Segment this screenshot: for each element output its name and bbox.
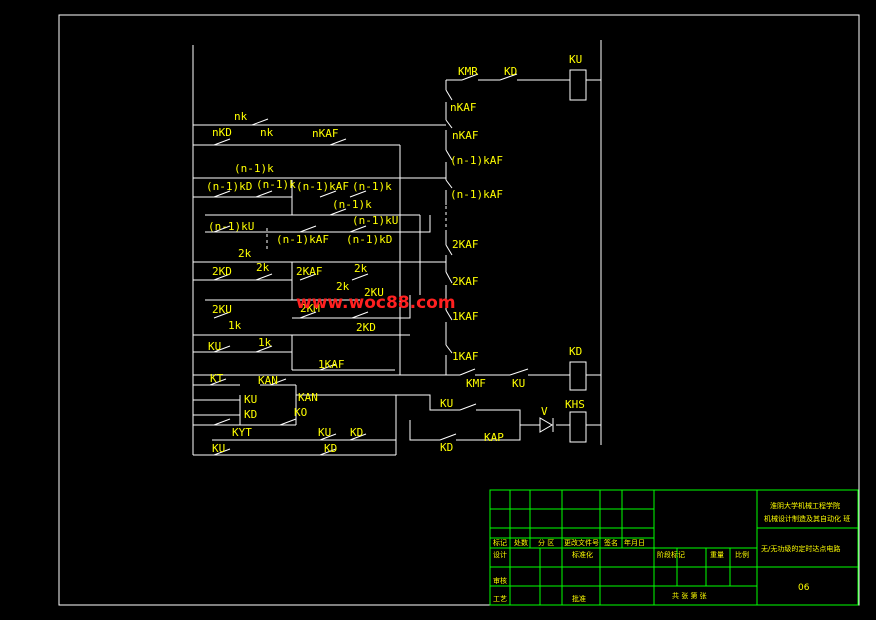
label-1kaf_r2: 1KAF — [452, 350, 479, 363]
label-2k_r2: 2k — [336, 280, 350, 293]
svg-text:标记: 标记 — [493, 538, 507, 547]
label-2kaf_r2: 2KAF — [452, 275, 479, 288]
svg-text:工艺: 工艺 — [493, 595, 507, 603]
label-n1kaf_bot: (n-1)kAF — [276, 233, 329, 246]
label-n1k_a: (n-1)k — [234, 162, 274, 175]
title-block-text: 淮阴大学机械工程学院 机械设计制造及其自动化 班 无/无功级的定时达点电路 06… — [493, 501, 850, 603]
svg-text:重量: 重量 — [710, 551, 724, 559]
label-1kaf_r1: 1KAF — [452, 310, 479, 323]
label-n1k_d: (n-1)k — [332, 198, 372, 211]
svg-text:无/无功级的定时达点电路: 无/无功级的定时达点电路 — [761, 544, 840, 553]
label-2kaf_r1: 2KAF — [452, 238, 479, 251]
label-ku_a: KU — [244, 393, 257, 406]
label-ku_left: KU — [208, 340, 221, 353]
label-2kd: 2KD — [212, 265, 232, 278]
label-kd_lower: KD — [440, 441, 453, 454]
drawing-border — [58, 14, 860, 606]
label-n1kd: (n-1)kD — [206, 180, 252, 193]
svg-text:淮阴大学机械工程学院: 淮阴大学机械工程学院 — [770, 501, 840, 510]
label-kd_a: KD — [244, 408, 257, 421]
svg-text:标准化: 标准化 — [572, 550, 593, 559]
label-nkaf_r1: nKAF — [450, 101, 477, 114]
label-kan_b: KAN — [298, 391, 318, 404]
label-nk_top: nk — [234, 110, 248, 123]
label-nkd: nKD — [212, 126, 232, 139]
label-ku_c: KU — [212, 442, 225, 455]
label-khs: KHS — [565, 398, 585, 411]
label-kd_top: KD — [504, 65, 517, 78]
label-n1kaf_r1: (n-1)kAF — [450, 154, 503, 167]
label-ku_b: KU — [318, 426, 331, 439]
label-kt: KT — [210, 372, 224, 385]
label-ko: KO — [294, 406, 307, 419]
svg-text:年月日: 年月日 — [624, 538, 645, 547]
svg-text:06: 06 — [798, 583, 810, 593]
label-kmr: KMR — [458, 65, 478, 78]
label-n1ku_right: (n-1)kU — [352, 214, 398, 227]
label-kap: KAP — [484, 431, 504, 444]
svg-text:审核: 审核 — [493, 576, 507, 585]
label-kan: KAN — [258, 374, 278, 387]
label-n1kaf_left: (n-1)kAF — [296, 180, 349, 193]
label-n1kd_bot: (n-1)kD — [346, 233, 392, 246]
svg-text:设计: 设计 — [493, 550, 507, 559]
watermark: www.woc88.com — [296, 293, 456, 313]
label-2kd_bot: 2KD — [356, 321, 376, 334]
svg-text:签名: 签名 — [604, 538, 618, 547]
svg-text:处数: 处数 — [514, 538, 528, 547]
svg-text:分 区: 分 区 — [538, 538, 554, 547]
label-ku_lower: KU — [440, 397, 453, 410]
label-n1kaf_r2: (n-1)kAF — [450, 188, 503, 201]
label-kyt: KYT — [232, 426, 252, 439]
label-1k_sw: 1k — [258, 336, 272, 349]
label-n1ku_left: (n-1)kU — [208, 220, 254, 233]
label-2k_sw: 2k — [256, 261, 270, 274]
svg-text:比例: 比例 — [735, 550, 749, 559]
label-nkaf_r2: nKAF — [452, 129, 479, 142]
label-2k_r: 2k — [354, 262, 368, 275]
label-nkaf_left: nKAF — [312, 127, 339, 140]
label-kmf: KMF — [466, 377, 486, 390]
label-kd_coil: KD — [569, 345, 582, 358]
label-1k_top: 1k — [228, 319, 242, 332]
label-nk_sw: nk — [260, 126, 274, 139]
component-labels: KMR KD KU nKAF nKAF (n-1)kAF (n-1)kAF 2KAF 2KAF 1… — [206, 53, 585, 455]
svg-text:机械设计制造及其自动化 班: 机械设计制造及其自动化 班 — [764, 514, 850, 523]
svg-text:更改文件号: 更改文件号 — [564, 538, 599, 547]
label-2kaf_left: 2KAF — [296, 265, 323, 278]
label-kd_c: KD — [324, 442, 337, 455]
label-2ku_left: 2KU — [212, 303, 232, 316]
label-kd_b: KD — [350, 426, 363, 439]
svg-text:共 张 第 张: 共 张 第 张 — [672, 591, 707, 600]
label-n1k_b: (n-1)k — [256, 178, 296, 191]
label-n1k_c: (n-1)k — [352, 180, 392, 193]
label-1kaf_left: 1KAF — [318, 358, 345, 371]
label-2k_top: 2k — [238, 247, 252, 260]
label-v: V — [541, 405, 548, 418]
svg-text:批准: 批准 — [572, 594, 586, 603]
label-2ku_r: 2KU — [364, 286, 384, 299]
svg-text:阶段标记: 阶段标记 — [657, 550, 685, 559]
label-ku_mid: KU — [512, 377, 525, 390]
title-block — [489, 489, 859, 606]
label-2km: 2KM — [300, 302, 320, 315]
circuit-wires — [192, 40, 602, 456]
label-ku_coil_top: KU — [569, 53, 582, 66]
